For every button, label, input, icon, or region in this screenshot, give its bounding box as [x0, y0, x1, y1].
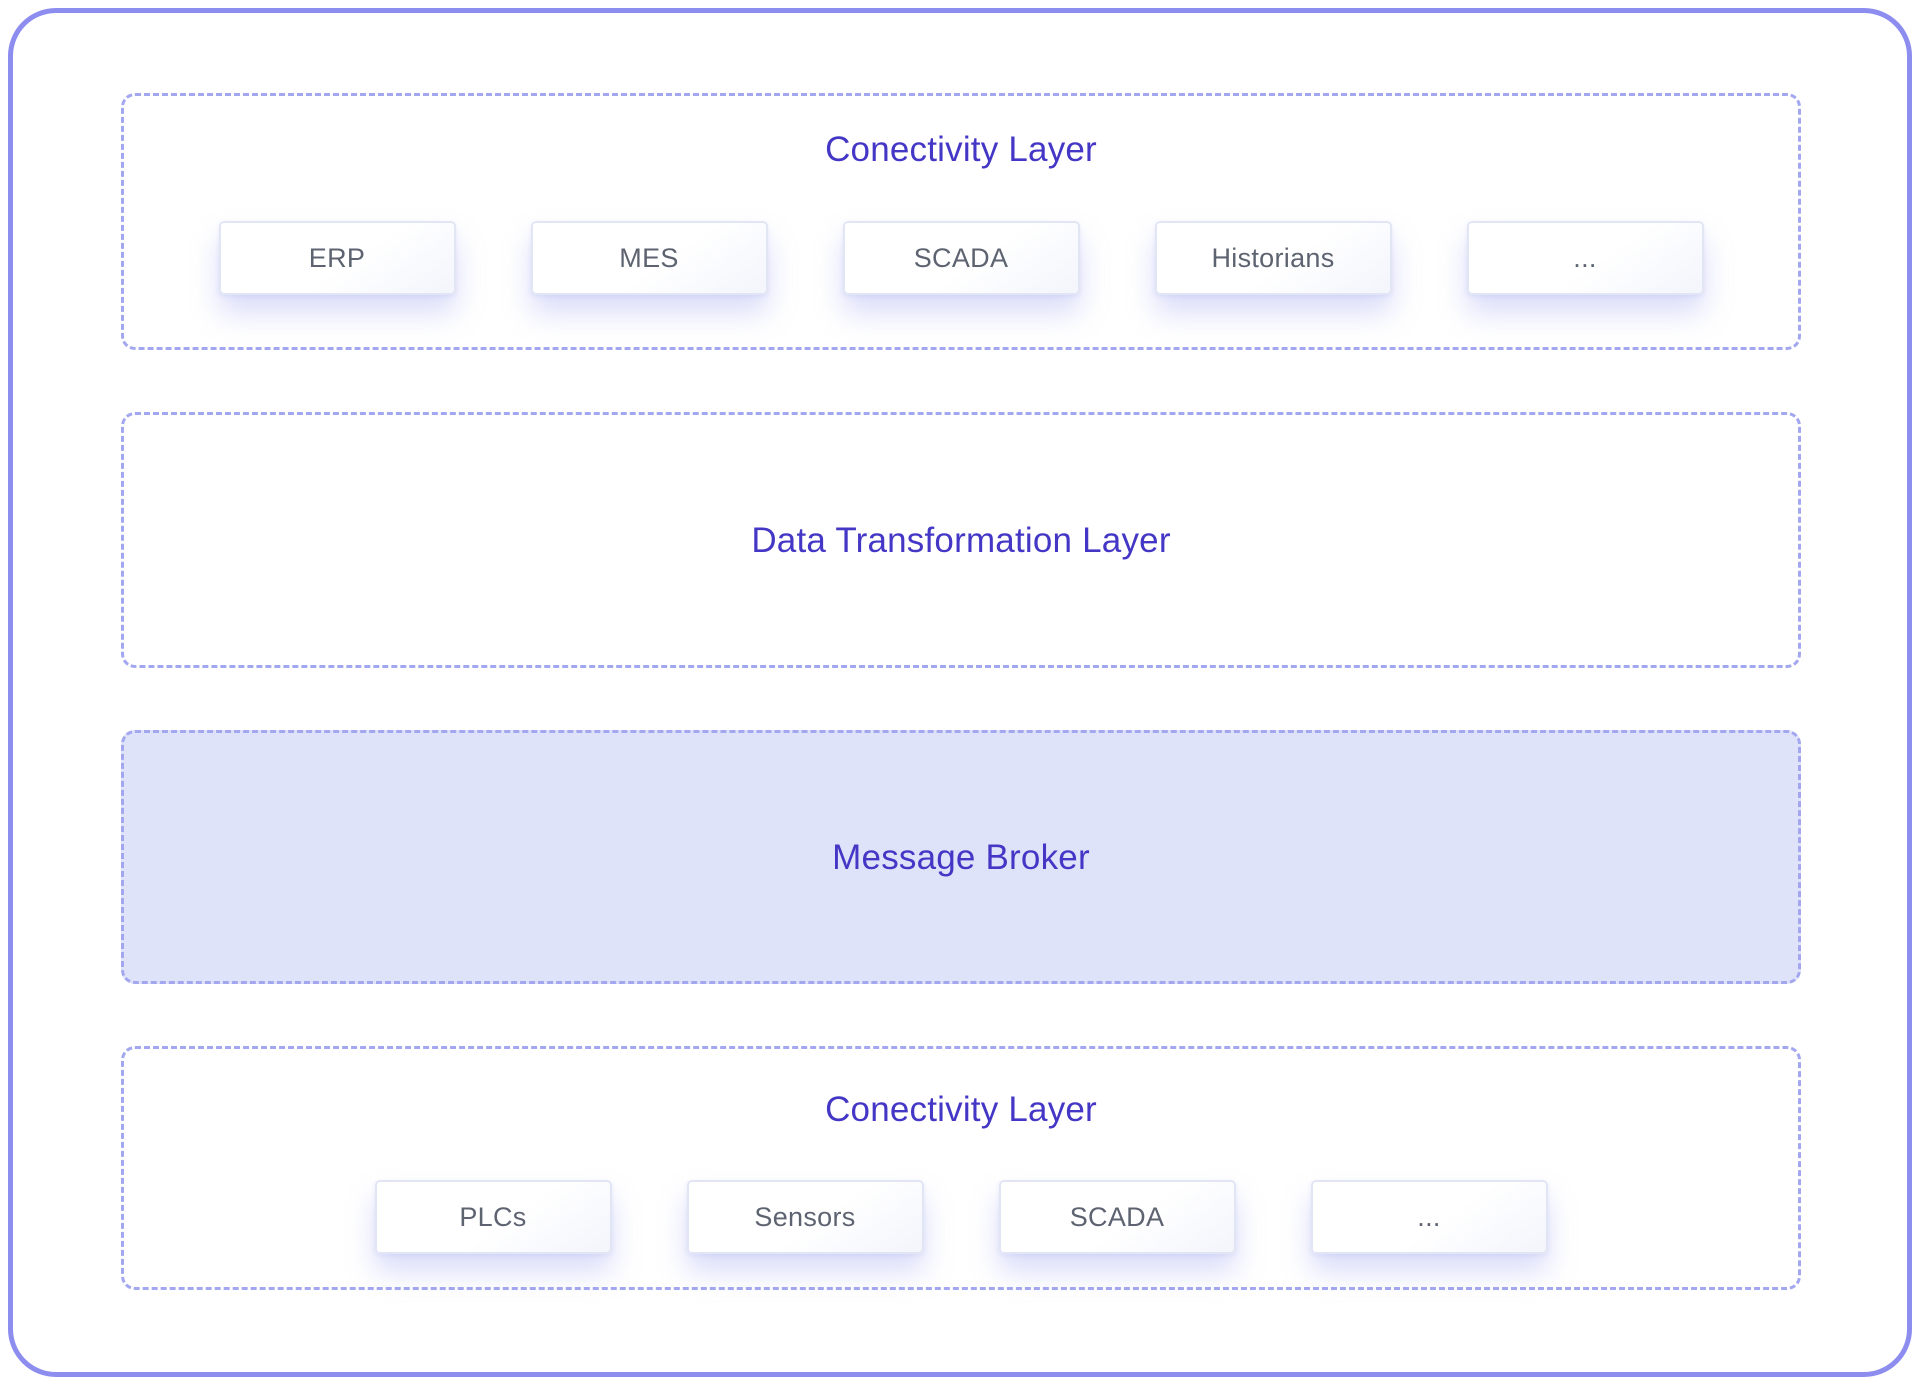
node-ellipsis-bottom: ...	[1310, 1180, 1548, 1254]
layer-title: Data Transformation Layer	[751, 520, 1171, 560]
node-scada-bottom: SCADA	[998, 1180, 1236, 1254]
node-historians: Historians	[1154, 221, 1392, 295]
layer-title: Conectivity Layer	[825, 130, 1097, 169]
layer-connectivity-bottom: Conectivity Layer PLCs Sensors SCADA ...	[121, 1046, 1801, 1290]
node-ellipsis-top: ...	[1466, 221, 1704, 295]
node-row-bottom: PLCs Sensors SCADA ...	[124, 1180, 1798, 1254]
layer-title: Message Broker	[832, 837, 1090, 877]
node-mes: MES	[530, 221, 768, 295]
diagram-frame: Conectivity Layer ERP MES SCADA Historia…	[8, 8, 1912, 1377]
layer-connectivity-top: Conectivity Layer ERP MES SCADA Historia…	[121, 93, 1801, 350]
node-scada-top: SCADA	[842, 221, 1080, 295]
node-erp: ERP	[218, 221, 456, 295]
layer-message-broker: Message Broker	[121, 730, 1801, 984]
node-plcs: PLCs	[374, 1180, 612, 1254]
node-sensors: Sensors	[686, 1180, 924, 1254]
node-row-top: ERP MES SCADA Historians ...	[124, 221, 1798, 295]
layer-data-transformation: Data Transformation Layer	[121, 412, 1801, 668]
layer-title: Conectivity Layer	[825, 1090, 1097, 1129]
